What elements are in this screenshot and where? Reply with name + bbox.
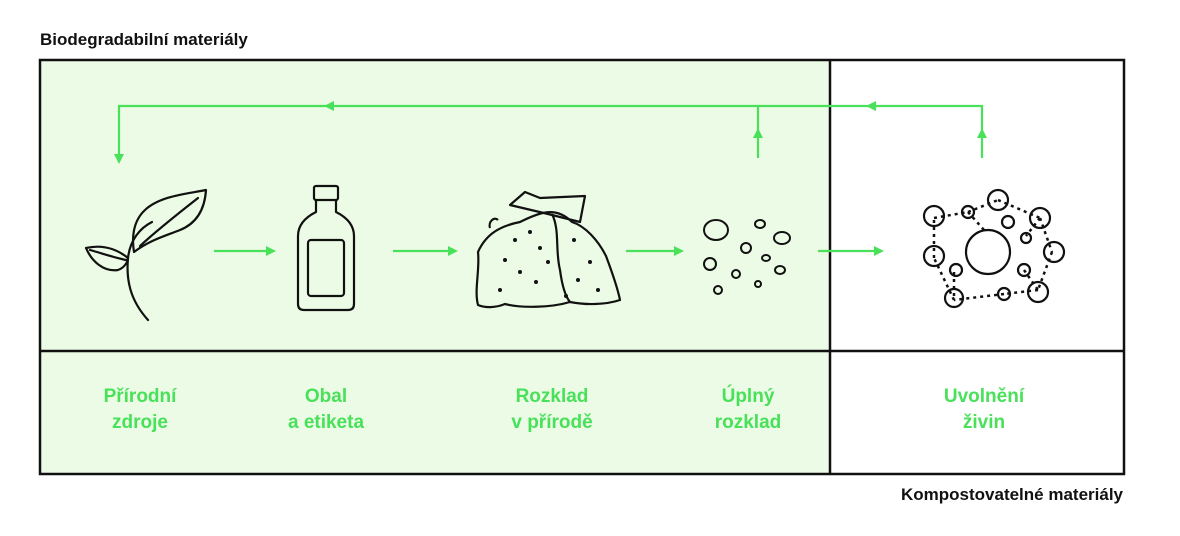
stage-label-line1: Rozklad <box>515 386 589 407</box>
arrowheads <box>114 101 987 164</box>
stage-label-line2: rozklad <box>714 412 782 433</box>
stage-label-line2: v přírodě <box>511 412 593 433</box>
stage-label-line2: a etiketa <box>287 412 365 433</box>
compostable-title: Kompostovatelné materiály <box>900 485 1123 504</box>
nutrient-molecules-icon <box>922 188 1066 309</box>
stage-label-line2: zdroje <box>112 412 168 433</box>
bottle-icon <box>296 184 356 312</box>
stage-label-line1: Obal <box>304 386 348 407</box>
biodegradable-panel <box>40 60 830 474</box>
stage-label-full-decomposition: Úplný rozklad <box>668 384 828 436</box>
sprout-icon <box>84 188 208 322</box>
stage-label-line1: Uvolnění <box>943 386 1025 407</box>
stage-label-line1: Přírodní <box>103 386 177 407</box>
biodegradable-title: Biodegradabilní materiály <box>40 30 248 49</box>
stage-label-decomposition: Rozklad v přírodě <box>472 384 632 436</box>
outer-frame <box>38 58 1126 476</box>
stage-label-nutrient-release: Uvolnění živin <box>904 384 1064 436</box>
stage-label-line1: Úplný <box>721 386 775 407</box>
stage-label-line2: živin <box>962 412 1006 433</box>
stage-label-packaging: Obal a etiketa <box>246 384 406 436</box>
particles-icon <box>703 219 791 295</box>
stage-label-natural-resources: Přírodní zdroje <box>60 384 220 436</box>
